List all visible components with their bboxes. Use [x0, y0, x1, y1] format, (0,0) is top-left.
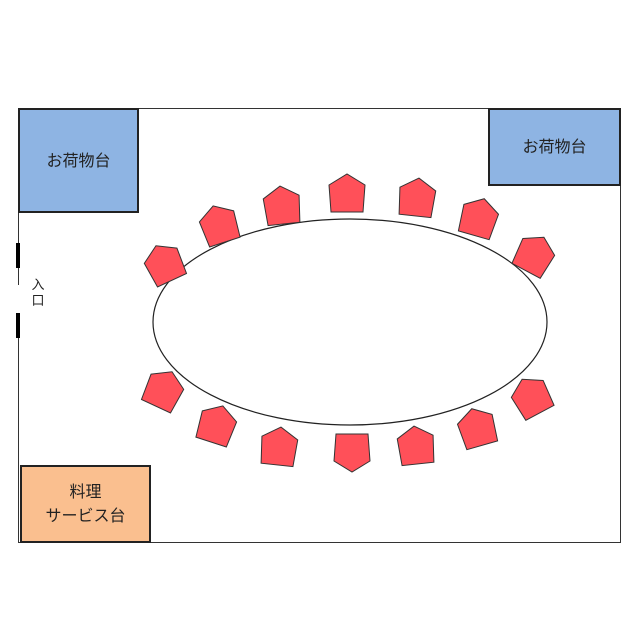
- chair-2: [198, 205, 241, 248]
- chair-9: [195, 405, 238, 448]
- door-mark-upper: [16, 243, 20, 268]
- chair-1: [143, 245, 188, 288]
- chair-10: [260, 426, 299, 468]
- chair-5: [398, 177, 437, 219]
- entrance-gap: [17, 285, 20, 315]
- door-mark-lower: [16, 313, 20, 338]
- chair-14: [510, 378, 555, 421]
- chair-6: [457, 198, 500, 241]
- chair-11: [333, 433, 371, 473]
- chair-7: [511, 236, 556, 279]
- chairs-group: [140, 173, 556, 473]
- catering-table-label-line2: サービス台: [45, 506, 126, 525]
- chair-4: [328, 173, 366, 213]
- chair-12: [396, 425, 435, 467]
- chair-13: [456, 408, 499, 451]
- luggage-table-right: お荷物台: [488, 108, 621, 186]
- chair-8: [140, 371, 185, 414]
- catering-service-table: 料理 サービス台: [20, 465, 151, 543]
- luggage-table-left: お荷物台: [18, 108, 139, 213]
- oval-table: [152, 218, 548, 426]
- catering-table-label-line1: 料理: [69, 482, 102, 501]
- luggage-table-right-label: お荷物台: [522, 137, 587, 156]
- entrance-label: 入口: [31, 278, 45, 309]
- chair-3: [262, 185, 301, 227]
- luggage-table-left-label: お荷物台: [46, 150, 111, 170]
